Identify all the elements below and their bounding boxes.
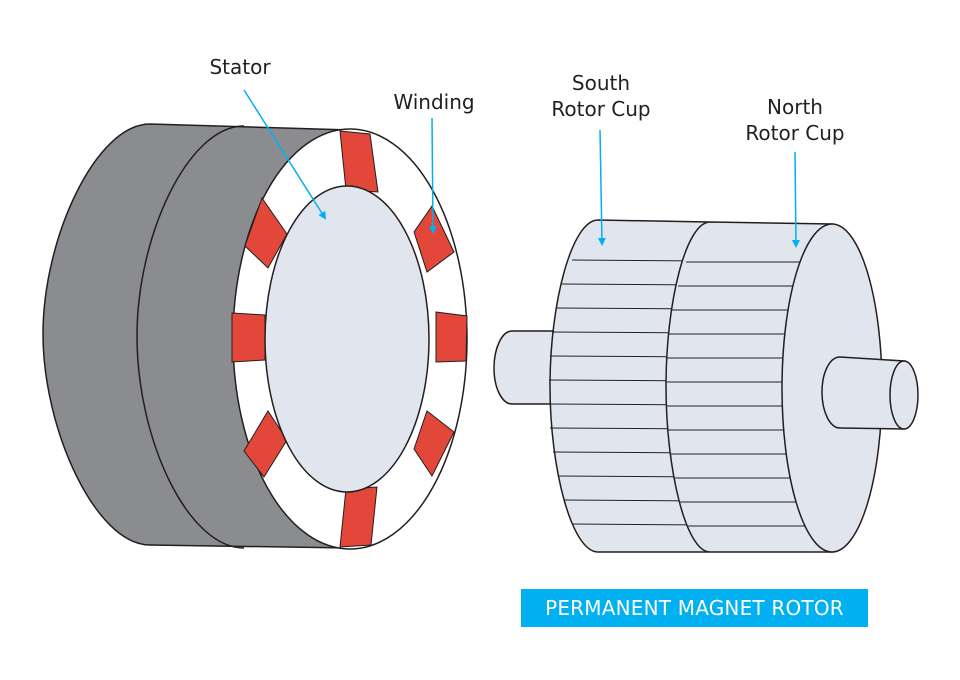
winding-slot-lower-right — [413, 410, 455, 477]
south-rotor-cup — [549, 219, 709, 553]
winding-slot-upper-right — [413, 205, 455, 273]
winding-slot-right — [435, 311, 468, 363]
south-rotor-cup-label-line2: Rotor Cup — [551, 97, 651, 121]
north-rotor-cup-label-line1: North — [767, 95, 823, 119]
winding-label: Winding — [393, 90, 475, 114]
south-rotor-cup-pointer — [597, 129, 606, 246]
north-rotor-cup-label-line2: Rotor Cup — [745, 121, 845, 145]
rotor-left-shaft — [493, 330, 557, 405]
rotor-right-shaft-end — [889, 360, 919, 430]
stator-seam — [136, 125, 245, 549]
winding-slot-upper-left — [244, 196, 288, 269]
north-rotor-cup-label: North Rotor Cup — [745, 94, 844, 146]
stator-bore-face — [264, 185, 430, 493]
stator-pointer — [243, 89, 327, 220]
south-rotor-cup-label: South Rotor Cup — [551, 70, 650, 122]
rotor-right-shaft — [821, 356, 905, 430]
pointer-lines — [243, 89, 800, 248]
winding-slot-left — [231, 312, 266, 363]
south-rotor-cup-label-line1: South — [571, 71, 631, 95]
winding-slot-bottom — [339, 486, 378, 548]
permanent-magnet-rotor-caption: PERMANENT MAGNET ROTOR — [521, 589, 868, 627]
north-rotor-cup-pointer — [791, 151, 800, 248]
winding-slot-top — [339, 130, 379, 193]
winding-pointer — [428, 117, 437, 234]
permanent-magnet-rotor — [493, 219, 919, 553]
stator — [42, 123, 468, 550]
stator-label: Stator — [209, 55, 271, 79]
windings — [231, 130, 468, 548]
